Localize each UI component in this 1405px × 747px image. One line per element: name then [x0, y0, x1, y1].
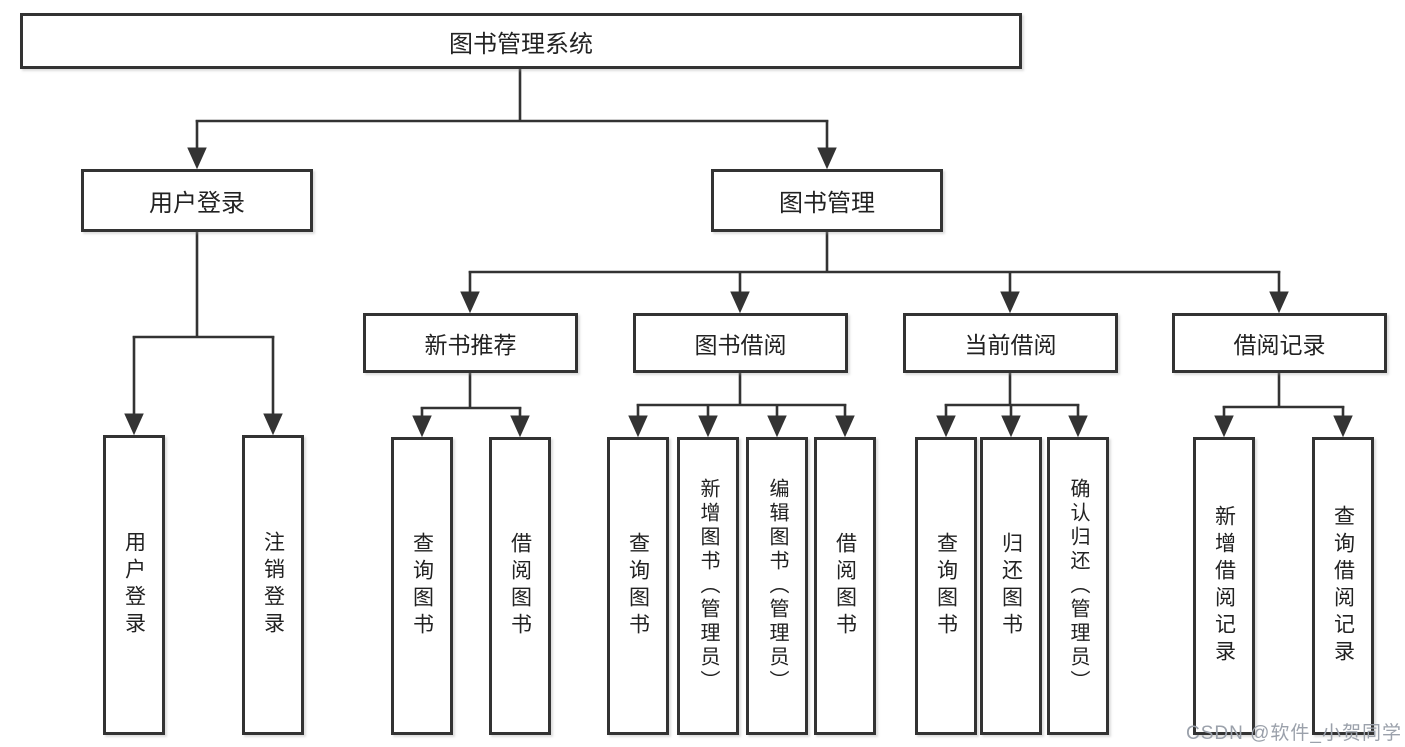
- leaf-edit-books-admin: 编辑图书（管理员）: [746, 437, 808, 735]
- node-label: 当前借阅: [964, 332, 1057, 358]
- connector-book-management-to-level3: [460, 232, 1289, 314]
- leaf-query-borrow-record: 查询借阅记录: [1312, 437, 1374, 735]
- node-book-management: 图书管理: [711, 169, 943, 232]
- leaf-query-books-current: 查询图书: [915, 437, 977, 735]
- leaf-label: 确认归还（管理员）: [1067, 478, 1089, 694]
- node-label: 用户登录: [149, 190, 245, 217]
- leaf-label: 查询图书: [626, 532, 650, 640]
- node-book-borrowing: 图书借阅: [633, 313, 848, 373]
- leaf-label: 借阅图书: [508, 532, 532, 640]
- leaf-label: 查询借阅记录: [1331, 505, 1355, 667]
- connector-user-login-to-leaves: [124, 232, 283, 436]
- node-label: 图书借阅: [694, 332, 787, 358]
- leaf-label: 查询图书: [934, 532, 958, 640]
- leaf-label: 新增图书（管理员）: [697, 478, 719, 694]
- leaf-query-books-borrowing: 查询图书: [607, 437, 669, 735]
- leaf-add-borrow-record: 新增借阅记录: [1193, 437, 1255, 735]
- connector-borrowing-records-to-leaves: [1214, 373, 1353, 438]
- leaf-confirm-return-admin: 确认归还（管理员）: [1047, 437, 1109, 735]
- node-current-borrowing: 当前借阅: [903, 313, 1118, 373]
- connector-book-borrowing-to-leaves: [628, 373, 855, 438]
- leaf-add-books-admin: 新增图书（管理员）: [677, 437, 739, 735]
- leaf-borrow-books-borrowing: 借阅图书: [814, 437, 876, 735]
- leaf-label: 归还图书: [999, 532, 1023, 640]
- leaf-return-books: 归还图书: [980, 437, 1042, 735]
- node-label: 图书管理系统: [449, 30, 593, 58]
- leaf-label: 借阅图书: [833, 532, 857, 640]
- leaf-borrow-books-recommend: 借阅图书: [489, 437, 551, 735]
- csdn-watermark: CSDN @软件_小贺同学: [1186, 723, 1402, 744]
- node-label: 图书管理: [779, 190, 875, 217]
- connector-new-book-recommend-to-leaves: [412, 373, 530, 438]
- leaf-label: 注销登录: [261, 531, 285, 639]
- leaf-label: 新增借阅记录: [1212, 505, 1236, 667]
- node-borrowing-records: 借阅记录: [1172, 313, 1387, 373]
- leaf-label: 用户登录: [122, 531, 146, 639]
- leaf-label: 查询图书: [410, 532, 434, 640]
- leaf-user-login: 用户登录: [103, 435, 165, 735]
- node-label: 新书推荐: [424, 332, 517, 358]
- leaf-logout: 注销登录: [242, 435, 304, 735]
- node-label: 借阅记录: [1233, 332, 1326, 358]
- connector-current-borrowing-to-leaves: [936, 373, 1088, 438]
- node-book-management-system: 图书管理系统: [20, 13, 1022, 69]
- connector-root-to-level2: [187, 69, 837, 170]
- leaf-label: 编辑图书（管理员）: [766, 478, 788, 694]
- node-user-login: 用户登录: [81, 169, 313, 232]
- leaf-query-books-recommend: 查询图书: [391, 437, 453, 735]
- node-new-book-recommend: 新书推荐: [363, 313, 578, 373]
